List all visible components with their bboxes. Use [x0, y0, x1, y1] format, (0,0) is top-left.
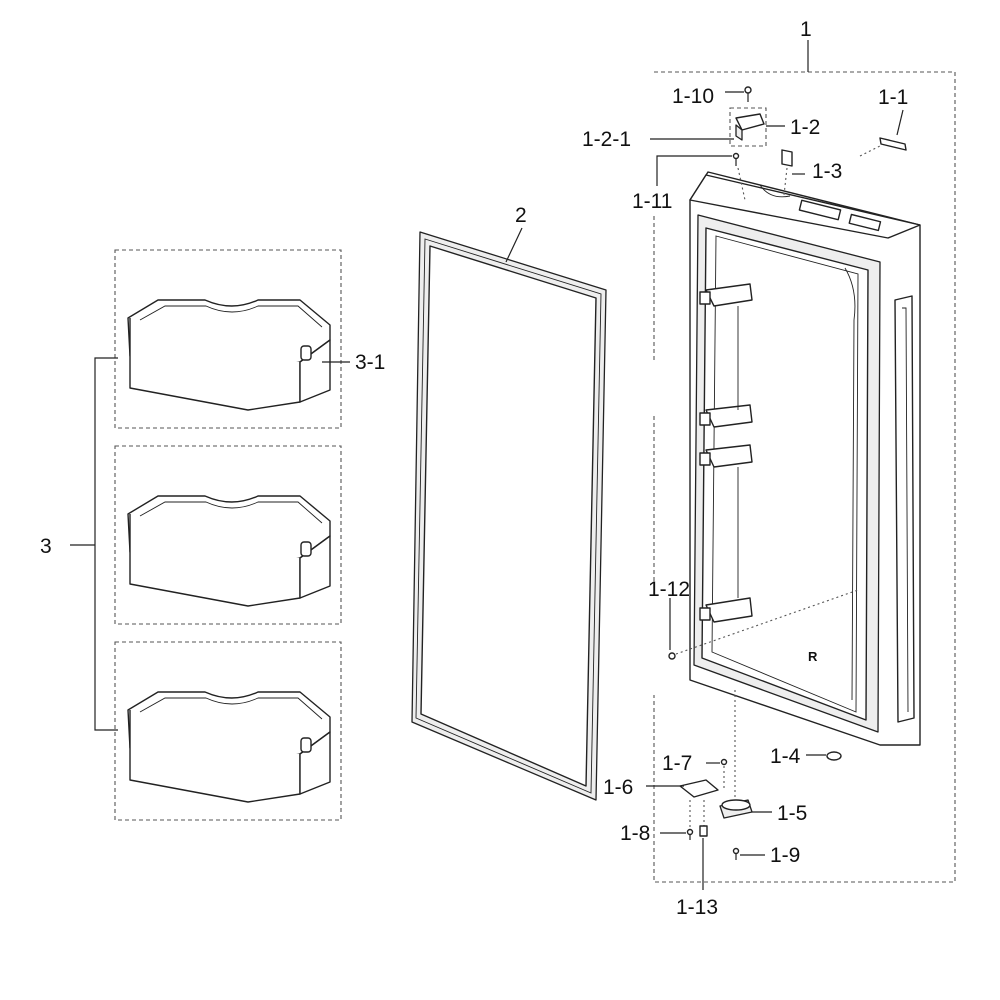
hinge-screw-part[interactable]: [656, 152, 746, 201]
screw-1-7-part[interactable]: [706, 758, 728, 791]
label-1-1: 1-1: [878, 86, 908, 109]
leader-1-1: [896, 109, 904, 136]
side-screw-part[interactable]: [668, 589, 859, 660]
door-stopper-part[interactable]: [806, 751, 842, 761]
guard-bin-2[interactable]: [127, 495, 331, 607]
bottom-cam-part[interactable]: [719, 799, 772, 819]
screw-1-9-part[interactable]: [732, 847, 766, 861]
label-1-4: 1-4: [770, 745, 801, 768]
small-cap-part[interactable]: [781, 149, 805, 196]
guard-box-1: [114, 249, 342, 429]
door-assembly-group: 1 R: [582, 18, 956, 919]
leader-2: [505, 227, 523, 263]
label-1-8: 1-8: [620, 822, 650, 845]
door-gasket[interactable]: [411, 227, 607, 801]
leader-1-11: [656, 155, 732, 186]
guard-set-group: 3 3-1: [40, 249, 385, 821]
handle-cap-part[interactable]: [859, 109, 907, 157]
guard-set-bracket: [70, 357, 118, 731]
label-2: 2: [515, 204, 527, 227]
guard-box-2: [114, 445, 342, 625]
guard-bin-3[interactable]: [127, 691, 331, 803]
label-1-11: 1-11: [632, 190, 672, 213]
label-1-6: 1-6: [603, 776, 633, 799]
label-3: 3: [40, 535, 52, 558]
top-screw-part[interactable]: [725, 86, 752, 102]
label-1-10: 1-10: [672, 85, 714, 108]
guard-bin-1[interactable]: [127, 299, 331, 411]
bottom-hinge-part[interactable]: [646, 779, 719, 828]
label-1-5: 1-5: [777, 802, 807, 825]
label-1-2: 1-2: [790, 116, 820, 139]
label-1-9: 1-9: [770, 844, 800, 867]
label-1-13: 1-13: [676, 896, 718, 919]
label-1-12: 1-12: [648, 578, 690, 601]
door-mark-r: R: [808, 649, 818, 664]
label-3-1: 3-1: [355, 351, 385, 374]
label-1: 1: [800, 18, 812, 41]
pin-part[interactable]: [699, 825, 708, 890]
screw-1-8-part[interactable]: [660, 828, 694, 841]
guard-box-3: [114, 641, 342, 821]
label-1-7: 1-7: [662, 752, 692, 775]
top-hinge-part[interactable]: [729, 107, 785, 147]
guard-mounts: [699, 283, 753, 623]
label-1-3: 1-3: [812, 160, 842, 183]
label-1-2-1: 1-2-1: [582, 128, 631, 151]
